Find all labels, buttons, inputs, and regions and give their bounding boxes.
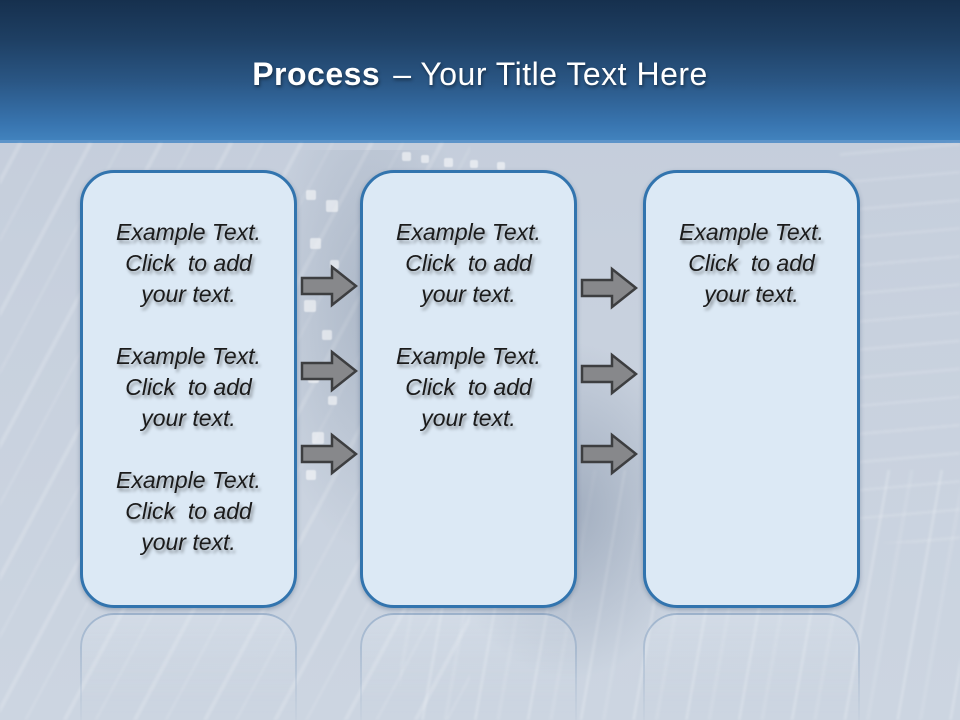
- placeholder-text[interactable]: Example Text. Click to add your text.: [396, 343, 541, 431]
- right-block-arrow-icon: [300, 432, 358, 476]
- title-band: Process – Your Title Text Here: [0, 0, 960, 143]
- background-texture: [326, 200, 338, 212]
- placeholder-text[interactable]: Example Text. Click to add your text.: [679, 219, 824, 307]
- box-reflection: [360, 613, 577, 720]
- box-reflection: [643, 613, 860, 720]
- background-texture: [470, 160, 478, 168]
- right-block-arrow-icon: [580, 352, 638, 396]
- background-texture: [304, 300, 316, 312]
- background-texture: [306, 470, 316, 480]
- background-texture: [402, 152, 411, 161]
- placeholder-text[interactable]: Example Text. Click to add your text.: [396, 219, 541, 307]
- process-box-3[interactable]: Example Text. Click to add your text.: [643, 170, 860, 608]
- right-block-arrow-icon: [580, 432, 638, 476]
- background-texture: [421, 155, 429, 163]
- background-texture: [310, 238, 321, 249]
- background-texture: [497, 162, 505, 170]
- background-texture: [328, 396, 337, 405]
- background-texture: [322, 330, 332, 340]
- process-box-2[interactable]: Example Text. Click to add your text. Ex…: [360, 170, 577, 608]
- placeholder-text[interactable]: Example Text. Click to add your text.: [116, 219, 261, 307]
- right-block-arrow-icon: [300, 349, 358, 393]
- right-block-arrow-icon: [580, 266, 638, 310]
- page-title-subtitle: – Your Title Text Here: [393, 55, 708, 92]
- page-title-keyword: Process: [252, 55, 381, 92]
- background-texture: [306, 190, 316, 200]
- background-texture: [312, 432, 324, 444]
- background-streaks: [840, 143, 960, 543]
- background-texture: [444, 158, 453, 167]
- page-title: Process – Your Title Text Here: [252, 56, 708, 93]
- placeholder-text[interactable]: Example Text. Click to add your text.: [116, 343, 261, 431]
- right-block-arrow-icon: [300, 264, 358, 308]
- placeholder-text[interactable]: Example Text. Click to add your text.: [116, 467, 261, 555]
- box-reflection: [80, 613, 297, 720]
- process-box-1[interactable]: Example Text. Click to add your text. Ex…: [80, 170, 297, 608]
- background-texture: [330, 260, 339, 269]
